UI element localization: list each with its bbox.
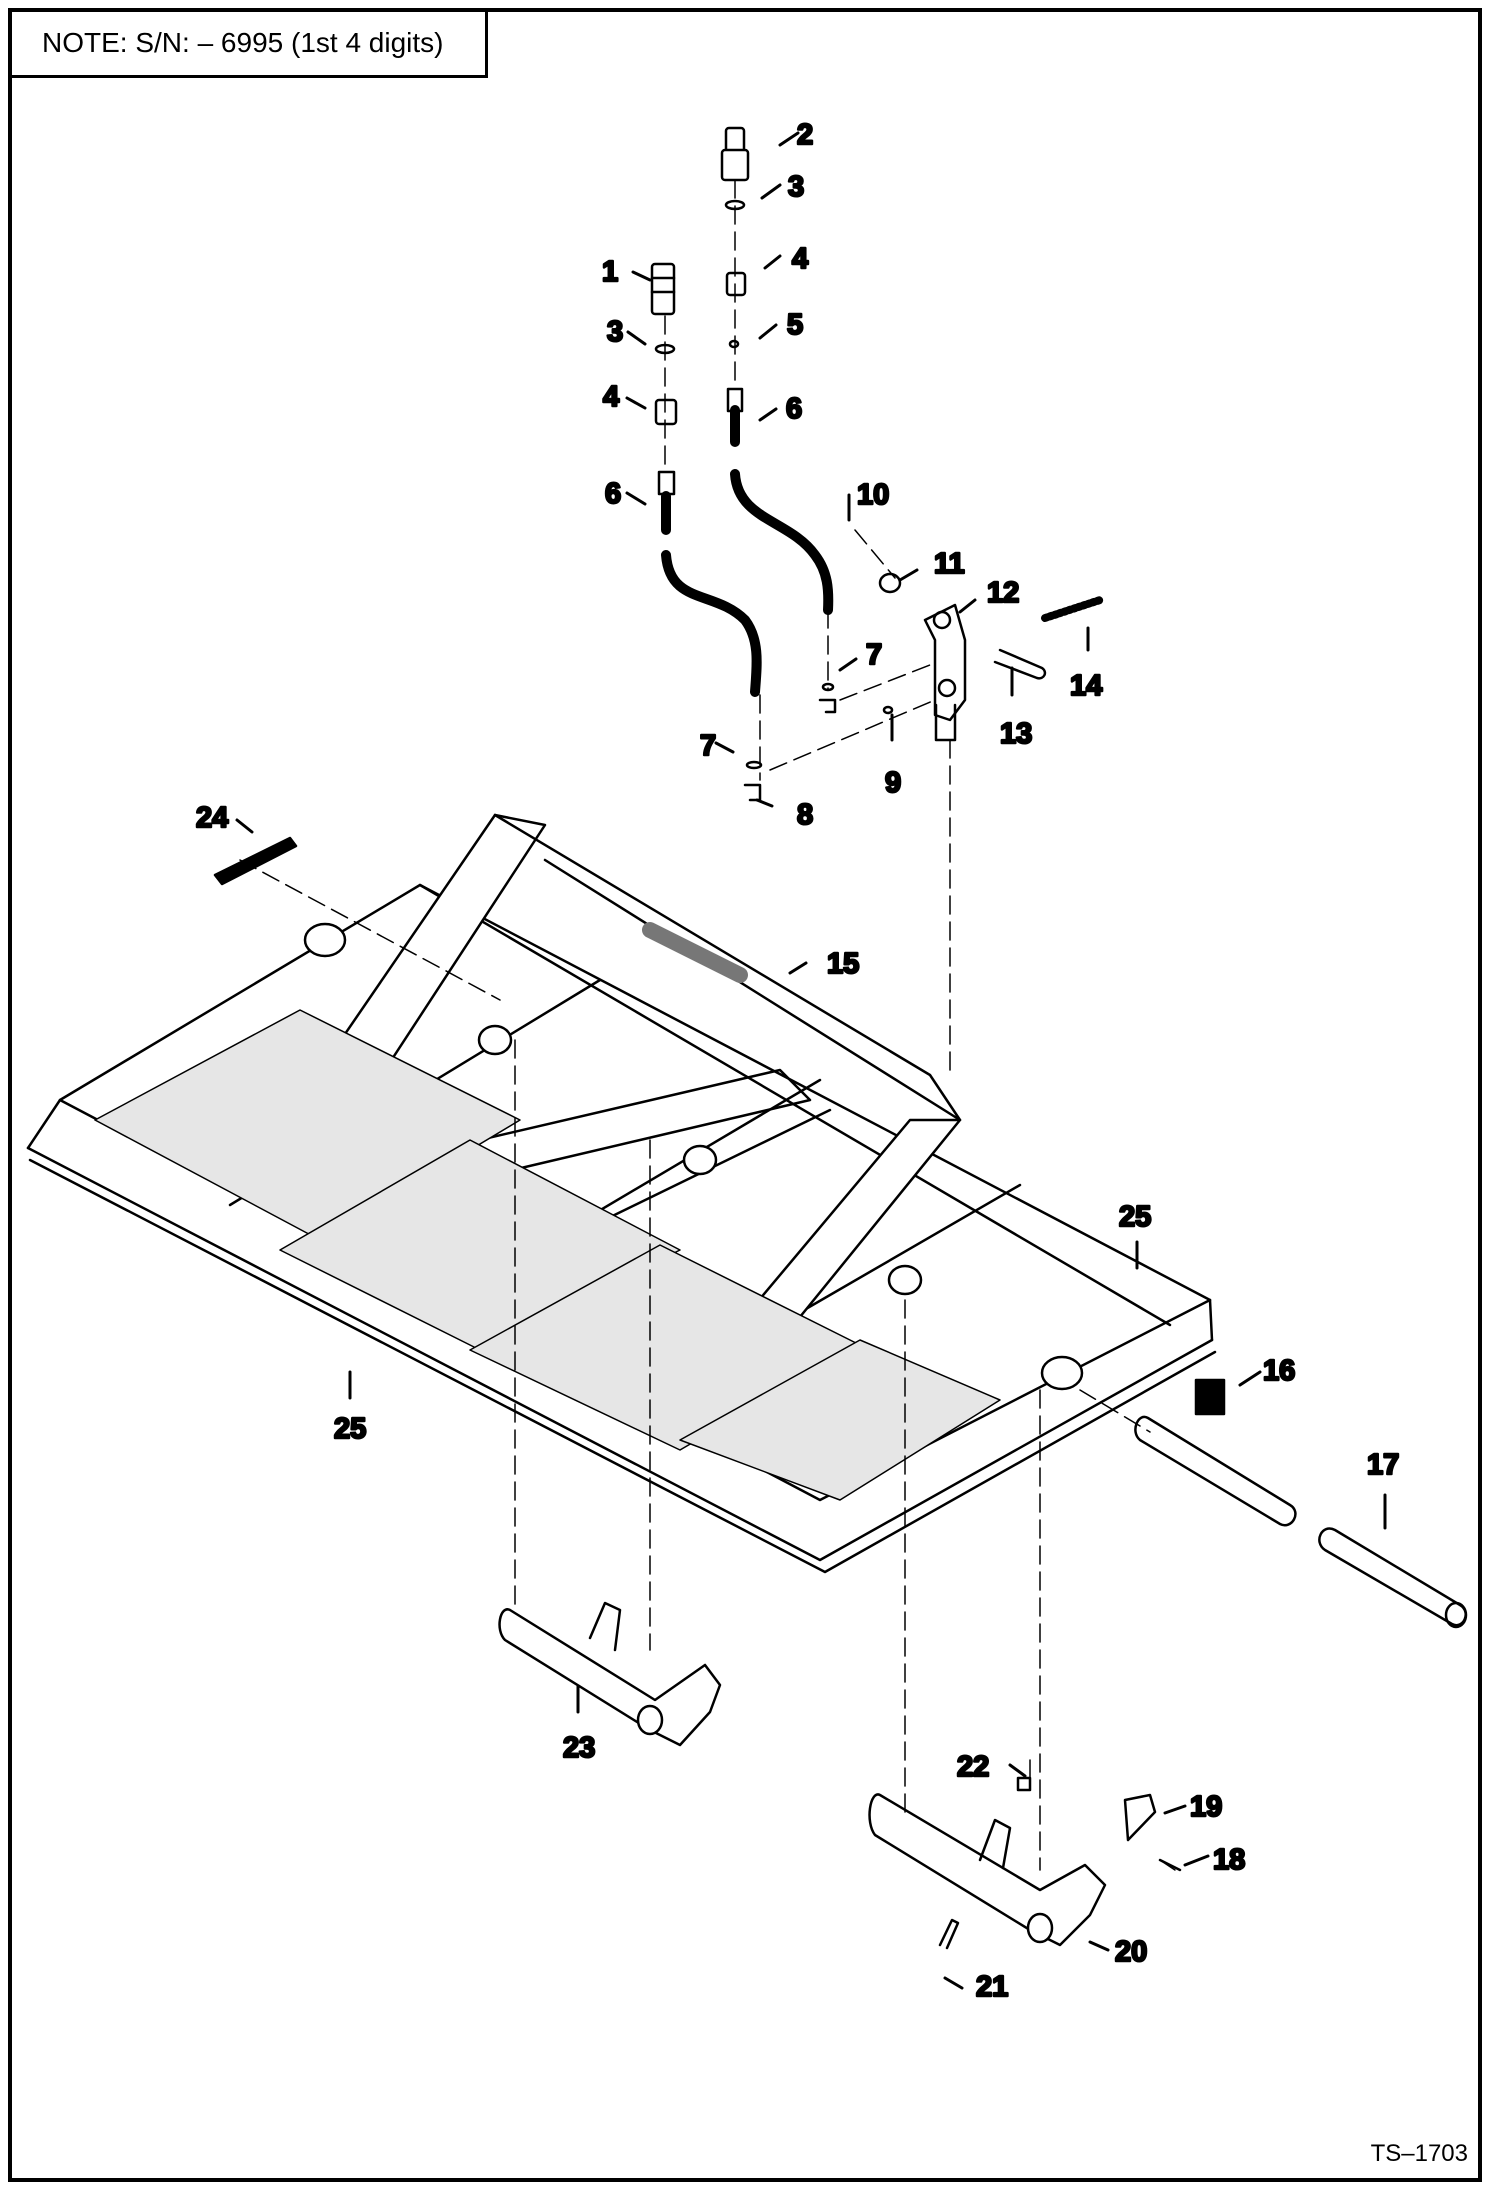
callout-23: 23 xyxy=(563,1732,595,1764)
grapple-tooth-right-part xyxy=(868,1776,1182,1950)
callout-12: 12 xyxy=(987,577,1019,609)
callout-20: 20 xyxy=(1115,1936,1147,1968)
drawing-number: TS–1703 xyxy=(1370,2140,1468,2167)
callout-6: 6 xyxy=(605,478,621,510)
callout-10: 10 xyxy=(857,479,889,511)
adapter-fitting-parts xyxy=(654,271,747,426)
callout-11: 11 xyxy=(934,548,965,580)
callout-18: 18 xyxy=(1213,1844,1245,1876)
drawing-frame xyxy=(8,8,1482,2182)
callout-3: 3 xyxy=(788,171,804,203)
callout-7: 7 xyxy=(866,639,882,671)
callout-6: 6 xyxy=(786,393,802,425)
quick-coupler-female-part xyxy=(650,262,676,316)
quick-coupler-male-part xyxy=(720,126,750,182)
decal-part xyxy=(213,836,1226,1416)
callout-25: 25 xyxy=(1119,1201,1151,1233)
pivot-tube-parts xyxy=(1134,1415,1468,1629)
callout-17: 17 xyxy=(1367,1449,1399,1481)
hydraulic-hose-parts xyxy=(657,387,834,697)
callout-16: 16 xyxy=(1263,1355,1295,1387)
callout-13: 13 xyxy=(1000,718,1032,750)
callout-5: 5 xyxy=(787,309,803,341)
callout-24: 24 xyxy=(196,802,228,834)
callout-22: 22 xyxy=(957,1751,989,1783)
callout-21: 21 xyxy=(976,1971,1008,2003)
grapple-tooth-left-part xyxy=(498,1601,722,1747)
callout-8: 8 xyxy=(797,799,813,831)
callout-9: 9 xyxy=(885,767,901,799)
callout-15: 15 xyxy=(827,948,859,980)
callout-1: 1 xyxy=(602,256,618,288)
grapple-frame-part xyxy=(26,813,1217,1574)
elbow-fitting-parts xyxy=(743,698,837,802)
callout-25: 25 xyxy=(334,1413,366,1445)
callout-leader-lines xyxy=(235,131,1387,1990)
o-ring-parts xyxy=(654,199,894,770)
serial-number-note: NOTE: S/N: – 6995 (1st 4 digits) xyxy=(12,12,488,78)
callout-19: 19 xyxy=(1190,1791,1222,1823)
callout-2: 2 xyxy=(797,119,813,151)
callout-4: 4 xyxy=(603,381,619,413)
callout-3: 3 xyxy=(607,316,623,348)
callout-14: 14 xyxy=(1070,670,1102,702)
valve-block-part xyxy=(923,603,967,742)
callout-4: 4 xyxy=(792,243,808,275)
callout-7: 7 xyxy=(700,730,716,762)
assembly-center-lines xyxy=(239,179,1176,1871)
